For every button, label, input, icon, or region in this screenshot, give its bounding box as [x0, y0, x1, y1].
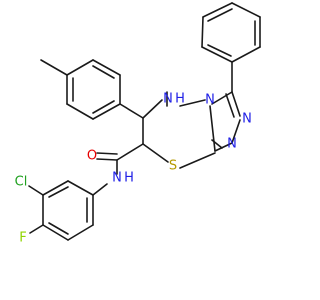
molecule-structure-diagram: N H N N N S O N H Cl F — [15, 2, 261, 246]
atom-carbonyl-oxygen: O — [87, 149, 97, 164]
aryl-bond — [67, 180, 94, 196]
atom-amide-nitrogen: N — [112, 171, 122, 186]
aryl-inner-bond — [48, 222, 69, 235]
tolyl-link-bond — [119, 103, 144, 119]
aryl-bond — [42, 180, 69, 196]
aryl-bond — [67, 224, 94, 241]
phenyl-bond — [231, 2, 261, 18]
thiadiazine-bond — [179, 99, 206, 107]
tolyl-bond — [66, 59, 94, 76]
phenyl-bond — [231, 46, 261, 63]
tolyl-bond — [92, 103, 121, 120]
amide-aryl-bond — [92, 183, 108, 196]
phenyl-bond — [201, 46, 233, 63]
thiadiazine-bond — [179, 152, 216, 169]
chloro-bond — [28, 185, 44, 196]
aryl-inner-bond — [48, 186, 69, 198]
atom-nh-nitrogen: N — [163, 92, 173, 107]
atom-labels: N H N N N S O N H Cl F — [15, 92, 252, 246]
atom-chlorine: Cl — [15, 175, 28, 190]
triazole-bond — [209, 105, 216, 152]
atom-amide-hydrogen: H — [124, 171, 134, 186]
tolyl-bond — [66, 103, 94, 120]
carbonyl-double-bond — [96, 152, 118, 155]
phenyl-bond — [202, 2, 233, 18]
fluoro-bond — [29, 224, 44, 234]
atom-fluorine: F — [19, 231, 26, 246]
atom-triazole-n2: N — [227, 137, 237, 152]
thiadiazine-bond — [142, 143, 169, 163]
tolyl-inner-bond — [92, 65, 115, 79]
aryl-bond — [42, 224, 69, 241]
triazole-bond — [214, 142, 233, 152]
atom-triazole-n1: N — [242, 112, 252, 127]
phenyl-bond — [201, 16, 204, 48]
triazole-double-bond — [225, 93, 235, 118]
triazole-bond — [211, 91, 233, 105]
atom-nh-hydrogen: H — [175, 92, 185, 107]
methyl-bond — [40, 59, 68, 76]
atom-triazole-n4: N — [205, 93, 215, 108]
tolyl-inner-bond — [92, 100, 115, 114]
triazole-bond — [231, 119, 241, 144]
carbonyl-carbon-bond — [116, 143, 144, 161]
atom-sulfur: S — [169, 159, 177, 174]
triazole-bond — [231, 91, 241, 117]
carbonyl-bond — [96, 158, 118, 161]
phenyl-inner-bond — [207, 44, 232, 57]
tolyl-bond — [92, 59, 121, 76]
thiadiazine-bond — [142, 99, 163, 119]
bond-lines — [28, 2, 261, 241]
phenyl-inner-bond — [207, 8, 233, 22]
